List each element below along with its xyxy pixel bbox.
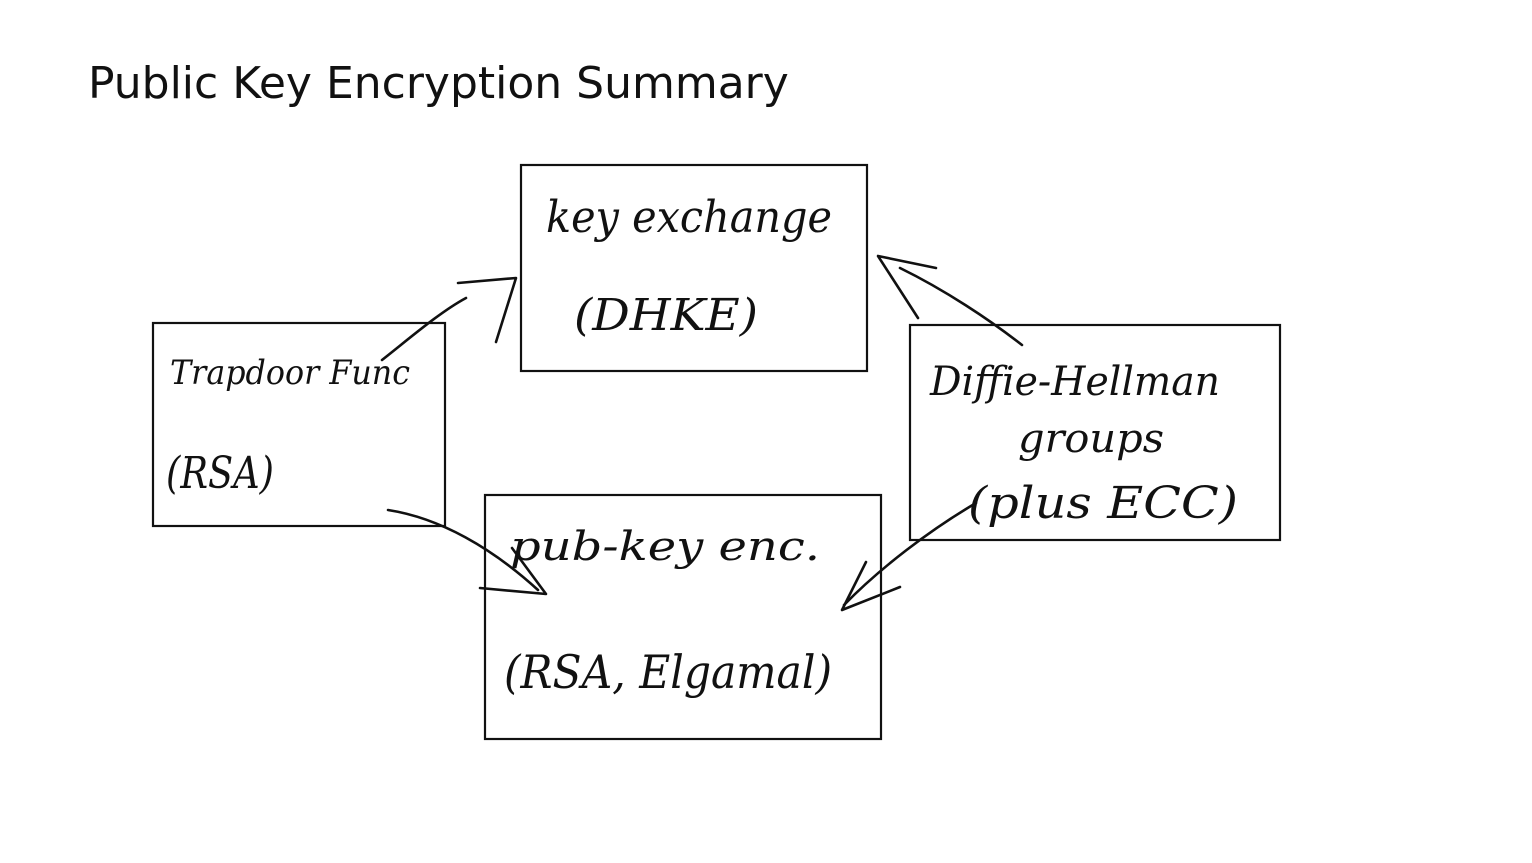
pubkey-enc-box: pub-key enc. (RSA, Elgamal) xyxy=(483,493,883,741)
diffie-hellman-sublabel: (plus ECC) xyxy=(968,478,1238,529)
arrow-dh-to-pubkey-shaft xyxy=(842,501,978,607)
diffie-hellman-box: Diffie-Hellman groups (plus ECC) xyxy=(908,323,1282,542)
pubkey-enc-box-border xyxy=(483,493,883,741)
key-exchange-label: key exchange xyxy=(546,192,832,243)
key-exchange-sublabel: (DHKE) xyxy=(574,290,758,341)
trapdoor-sublabel: (RSA) xyxy=(166,448,274,499)
arrow-trapdoor-to-key-exchange-head xyxy=(456,276,518,344)
arrow-dh-to-pubkey xyxy=(840,501,978,612)
trapdoor-box: Trapdoor Func (RSA) xyxy=(151,321,447,528)
pubkey-enc-label: pub-key enc. xyxy=(510,524,820,570)
arrow-dh-to-key-exchange xyxy=(876,254,1024,347)
arrow-dh-to-key-exchange-shaft xyxy=(898,266,1024,347)
pubkey-enc-sublabel: (RSA, Elgamal) xyxy=(504,645,832,699)
arrow-trapdoor-to-key-exchange xyxy=(380,276,518,362)
key-exchange-box-border xyxy=(519,163,869,373)
diffie-hellman-label: Diffie-Hellman xyxy=(929,359,1220,405)
arrow-trapdoor-to-pubkey xyxy=(386,508,548,596)
diffie-hellman-groups-label: groups xyxy=(1018,416,1164,462)
arrow-trapdoor-to-key-exchange-shaft xyxy=(380,296,468,362)
slide-title: Public Key Encryption Summary xyxy=(88,58,789,109)
diffie-hellman-box-border xyxy=(908,323,1282,542)
trapdoor-label: Trapdoor Func xyxy=(170,353,410,393)
arrow-dh-to-key-exchange-head xyxy=(876,254,938,320)
key-exchange-box: key exchange (DHKE) xyxy=(519,163,869,373)
trapdoor-box-border xyxy=(151,321,447,528)
arrow-dh-to-pubkey-head xyxy=(840,560,902,612)
arrow-trapdoor-to-pubkey-head xyxy=(478,546,548,596)
arrow-trapdoor-to-pubkey-shaft xyxy=(386,508,540,592)
